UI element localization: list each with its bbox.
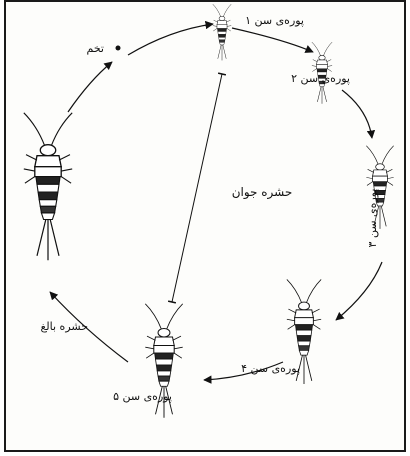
arrow-n1-to-n2 <box>232 28 313 52</box>
young-insect-label: حشره جوان <box>232 185 293 200</box>
adult-insect-icon <box>24 113 72 260</box>
arrow-n2-to-n3 <box>342 90 372 138</box>
nymph5-label: پوره‌ی سن ۵ <box>113 390 172 403</box>
adult-label: حشره بالغ <box>40 320 88 333</box>
nymph1-insect-icon <box>213 4 231 60</box>
arrow-n3-to-n4 <box>336 262 382 320</box>
nymph3-label: پوره‌ی سن ۳ <box>366 189 379 248</box>
nymph1-label: پوره‌ی سن ۱ <box>245 14 304 27</box>
nymph4-label: پوره‌ی سن ۴ <box>241 362 300 375</box>
egg-label: تخم <box>87 42 104 55</box>
nymph2-label: پوره‌ی سن ۲ <box>291 72 350 85</box>
arrow-adult-to-egg <box>68 62 112 112</box>
line-n5-to-n1 <box>172 74 222 302</box>
arrow-egg-to-n1 <box>128 24 213 55</box>
egg-dot-icon <box>116 46 121 51</box>
